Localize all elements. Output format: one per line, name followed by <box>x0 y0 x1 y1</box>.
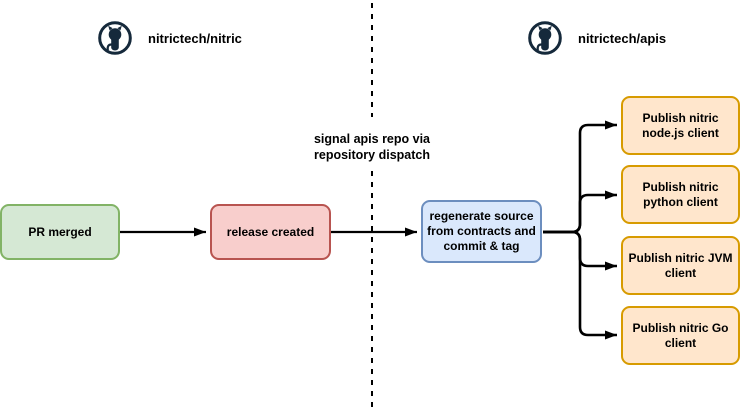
node-release-created: release created <box>210 204 331 260</box>
repo-header-nitric: nitrictech/nitric <box>97 20 242 56</box>
node-pr-merged: PR merged <box>0 204 120 260</box>
repo-header-apis: nitrictech/apis <box>527 20 666 56</box>
github-icon <box>528 21 562 55</box>
github-icon <box>98 21 132 55</box>
edge-regenerate-to-publish-python <box>543 190 617 234</box>
repo-name-left: nitrictech/nitric <box>148 30 242 46</box>
edge-regenerate-to-publish-go <box>543 230 617 340</box>
repo-name-right: nitrictech/apis <box>578 30 667 46</box>
